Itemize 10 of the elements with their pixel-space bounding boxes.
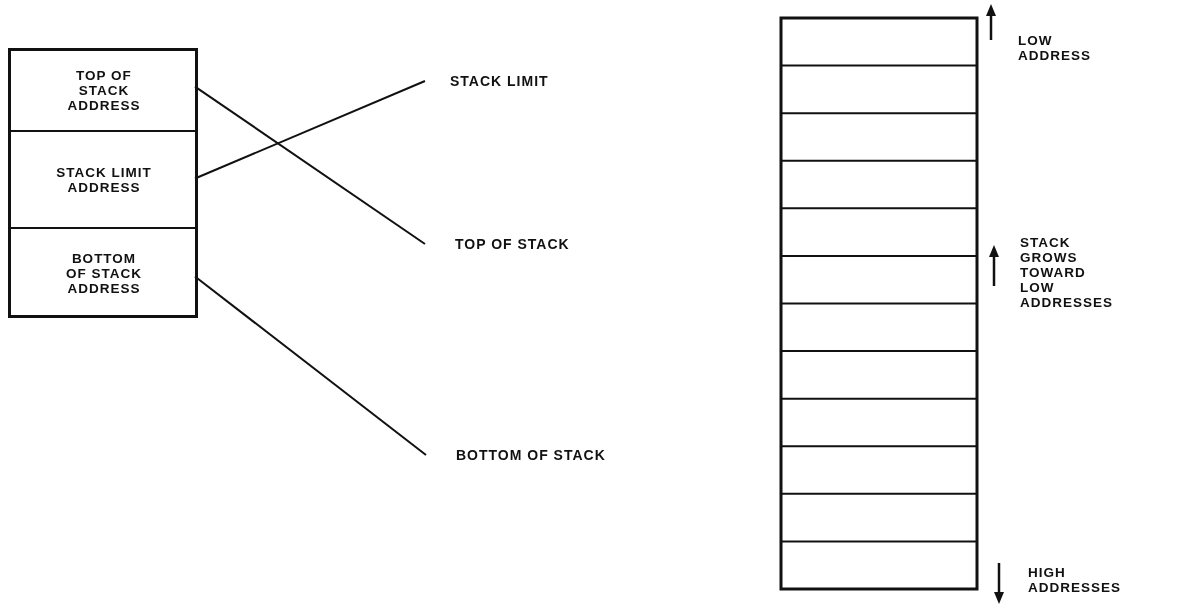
stack-label: BOTTOM OF STACK: [456, 447, 606, 463]
cell-text: BOTTOM OF STACK ADDRESS: [65, 250, 143, 296]
annotation-text: HIGH ADDRESSES: [1028, 565, 1123, 595]
cell-text: STACK LIMIT ADDRESS: [55, 164, 153, 195]
annotation-text: STACK GROWS TOWARD LOW ADDRESSES: [1020, 235, 1115, 310]
register-table: [8, 48, 198, 318]
annotation-text: LOW ADDRESS: [1018, 33, 1092, 63]
cell-text: TOP OF STACK ADDRESS: [66, 68, 142, 113]
stack-label: TOP OF STACK: [455, 236, 570, 252]
stack-label: STACK LIMIT: [450, 73, 549, 89]
